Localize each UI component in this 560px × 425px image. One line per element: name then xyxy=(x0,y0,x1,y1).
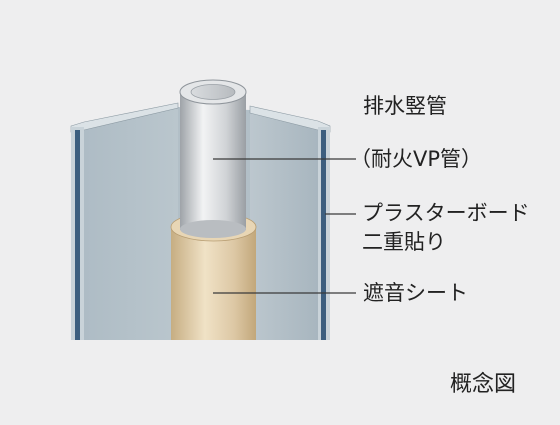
label-plaster-board: プラスターボード xyxy=(362,201,530,225)
left-wall-panel xyxy=(84,107,178,340)
label-drain-pipe: 排水竪管 xyxy=(363,94,447,118)
vp-pipe-top-hole xyxy=(190,84,236,100)
vp-pipe-bottom xyxy=(180,220,246,238)
label-concept-diagram: 概念図 xyxy=(450,372,517,397)
vp-pipe-body xyxy=(180,92,246,230)
label-sound-sheet: 遮音シート xyxy=(363,281,468,305)
right-wall-edge-blue xyxy=(321,130,326,340)
sound-sheet-body xyxy=(171,228,256,340)
right-wall-panel xyxy=(250,110,318,340)
label-fireproof-vp: （耐火VP管） xyxy=(350,147,483,171)
label-double-layer: 二重貼り xyxy=(362,230,446,254)
left-wall-edge-blue xyxy=(75,130,80,340)
